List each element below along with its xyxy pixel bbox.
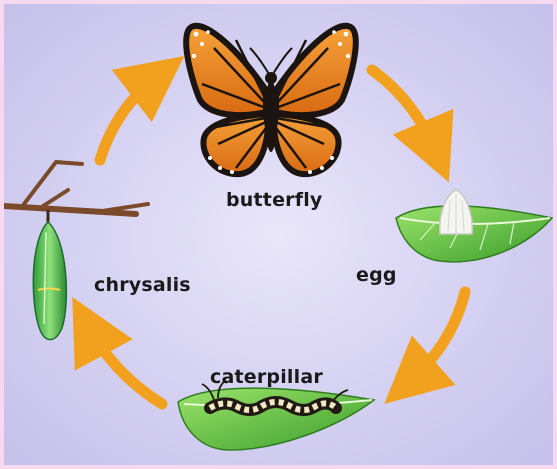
chrysalis-label: chrysalis bbox=[94, 274, 191, 296]
butterfly-label: butterfly bbox=[226, 189, 323, 211]
egg-label: egg bbox=[356, 264, 397, 286]
life-cycle-panel: butterfly egg caterpillar chrysalis bbox=[4, 4, 553, 465]
butterfly-illustration bbox=[186, 26, 356, 174]
arrow-butterfly-to-egg bbox=[372, 70, 436, 152]
caterpillar-label: caterpillar bbox=[210, 366, 323, 388]
caterpillar-leaf-illustration bbox=[178, 380, 374, 450]
egg-leaf-illustration bbox=[396, 190, 552, 262]
arrow-egg-to-caterpillar bbox=[409, 292, 465, 382]
arrow-caterpillar-to-chrysalis bbox=[88, 326, 162, 404]
arrow-chrysalis-to-butterfly bbox=[100, 76, 158, 160]
chrysalis-branch-illustration bbox=[4, 162, 148, 340]
life-cycle-diagram bbox=[4, 4, 553, 465]
